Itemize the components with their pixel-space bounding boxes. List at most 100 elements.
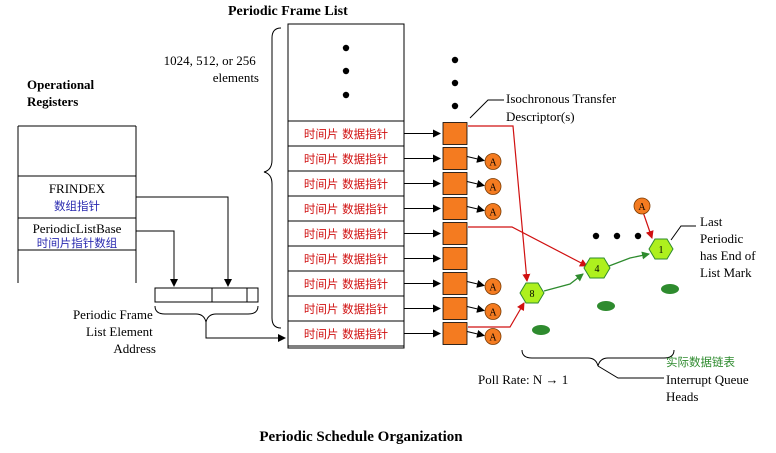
ellipsis-dot (634, 232, 642, 240)
a-node-label: A (489, 158, 497, 169)
interrupt-qh-label: Interrupt Queue Heads (666, 372, 752, 404)
itd-square (442, 222, 468, 245)
op-registers-box (17, 125, 137, 283)
interrupt-qh-line2: Heads (666, 389, 699, 404)
op-registers-title-line1: Operational (27, 77, 95, 92)
frame-list-entry-label: 时间片 数据指针 (304, 302, 388, 316)
base-cn-label: 时间片指针数组 (37, 236, 118, 250)
a-node-label: A (489, 333, 497, 344)
itd-square (442, 197, 468, 220)
frame-list-entry-label: 时间片 数据指针 (304, 127, 388, 141)
qtd-oval (597, 301, 615, 311)
queue-heads-leader (597, 365, 664, 379)
size-note: 1024, 512, or 256 elements (164, 53, 259, 85)
frame-list-entry-label: 时间片 数据指针 (304, 227, 388, 241)
frame-list-entry-label: 时间片 数据指针 (304, 327, 388, 341)
frame-list-entry-label: 时间片 数据指针 (304, 177, 388, 191)
itd-label: Isochronous Transfer Descriptor(s) (506, 91, 619, 124)
itd-to-a-arrow (466, 280, 485, 288)
itd-square (442, 322, 468, 345)
element-address-line3: Address (113, 341, 156, 356)
ellipsis-dot (342, 44, 350, 52)
queue-head-8-label: 8 (530, 289, 535, 300)
frindex-label: FRINDEX (49, 181, 106, 196)
a-node (484, 328, 502, 345)
queue-head-1-label: 1 (659, 245, 664, 256)
diagram-caption: Periodic Schedule Organization (259, 429, 463, 445)
poll-rate-label: Poll Rate: N → 1 (478, 372, 568, 387)
frame-list-entry (287, 245, 405, 272)
frame-list-entry (287, 270, 405, 297)
itd-to-a-arrow (466, 180, 485, 188)
last-periodic-label: Last Periodic has End of List Mark (700, 214, 759, 280)
a-node (484, 153, 502, 170)
itd-to-qh8-link-bottom (468, 302, 525, 328)
a-node (484, 178, 502, 195)
ellipsis-dot (342, 67, 350, 75)
a-node (484, 278, 502, 295)
ellipsis-dot (451, 56, 459, 64)
op-registers-title-line2: Registers (27, 94, 78, 109)
itd-square (442, 272, 468, 295)
a-node-label: A (489, 183, 497, 194)
element-address-line2: List Element (86, 324, 153, 339)
address-brace (154, 305, 259, 323)
frindex-connector (136, 196, 232, 287)
frame-list-entry-label: 时间片 数据指针 (304, 152, 388, 166)
element-address-label: Periodic Frame List Element Address (73, 307, 156, 356)
a-node (484, 303, 502, 320)
element-address-register (154, 287, 259, 303)
itd-to-qh4-link (468, 226, 588, 267)
itd-label-line2: Descriptor(s) (506, 109, 575, 124)
address-to-list-arrow (205, 322, 286, 342)
itd-leader-line (469, 99, 504, 119)
ellipsis-dot (613, 232, 621, 240)
qh4-to-qh1-link (608, 251, 650, 267)
queue-head-1: 1 (648, 238, 674, 260)
qh8-to-qh4-link (543, 273, 584, 292)
itd-to-a-arrow (466, 305, 485, 313)
size-note-line1: 1024, 512, or 256 (164, 53, 257, 68)
qtd-oval (661, 284, 679, 294)
frame-list-entry-label: 时间片 数据指针 (304, 277, 388, 291)
a-node (484, 203, 502, 220)
base-label: PeriodicListBase (33, 221, 122, 236)
size-note-line2: elements (213, 70, 259, 85)
last-periodic-line2: Periodic (700, 231, 744, 246)
itd-to-qh8-link (468, 125, 531, 282)
last-periodic-line1: Last (700, 214, 723, 229)
ellipsis-dot (451, 102, 459, 110)
ellipsis-dot (451, 79, 459, 87)
itd-square (442, 297, 468, 320)
queue-head-4: 4 (583, 257, 611, 279)
frame-list-entry-label: 时间片 数据指针 (304, 202, 388, 216)
a-node-top: A (633, 197, 651, 215)
last-periodic-line4: List Mark (700, 265, 752, 280)
a-node-label: A (489, 283, 497, 294)
frame-list-entry (287, 320, 405, 347)
frame-list-entry (287, 295, 405, 322)
actual-list-cn-label: 实际数据链表 (666, 355, 735, 369)
last-periodic-line3: has End of (700, 248, 756, 263)
interrupt-qh-line1: Interrupt Queue (666, 372, 749, 387)
size-brace (263, 27, 282, 329)
itd-to-a-arrow (466, 330, 485, 338)
itd-square (442, 247, 468, 270)
base-connector (136, 230, 178, 287)
itd-label-line1: Isochronous Transfer (506, 91, 617, 106)
ellipsis-dot (342, 91, 350, 99)
itd-to-a-arrow (466, 205, 485, 213)
itd-square (442, 172, 468, 195)
a-node-label: A (638, 202, 646, 213)
a-to-qh1-link (642, 211, 654, 239)
queue-head-4-label: 4 (595, 264, 600, 275)
ellipsis-dot (592, 232, 600, 240)
element-address-line1: Periodic Frame (73, 307, 153, 322)
frame-list-title: Periodic Frame List (228, 4, 348, 19)
itd-square (442, 122, 468, 145)
a-node-label: A (489, 308, 497, 319)
